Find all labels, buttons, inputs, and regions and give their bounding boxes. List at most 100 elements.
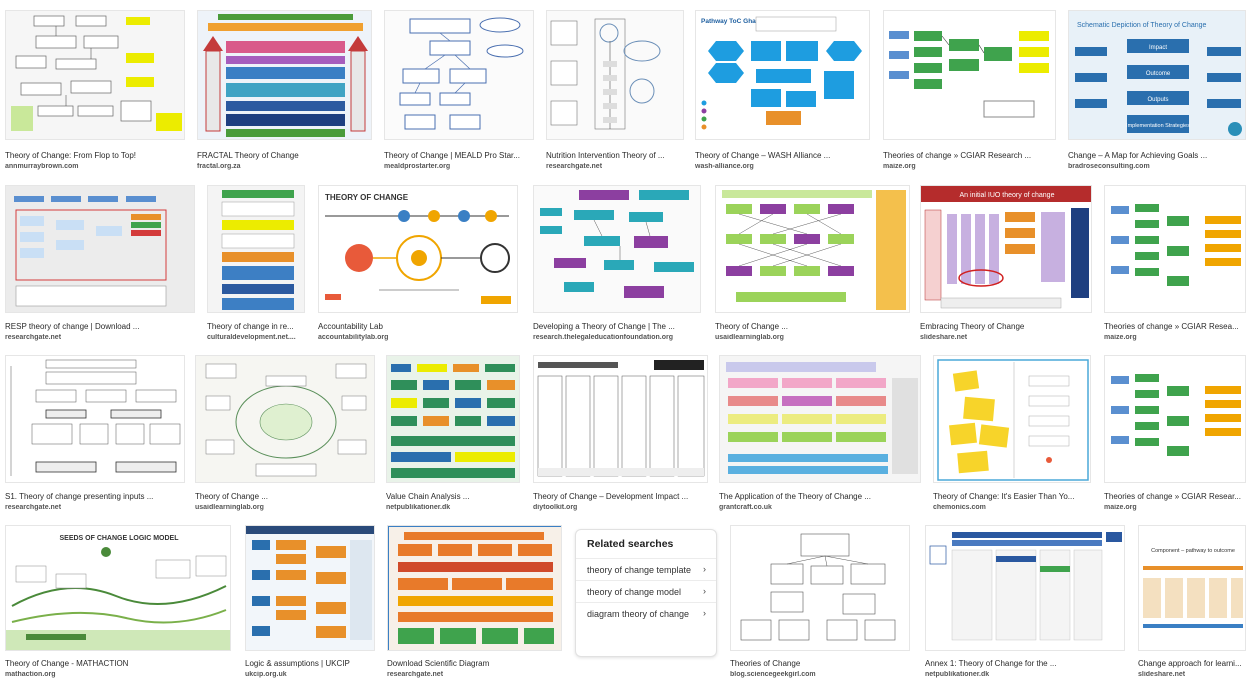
result-thumbnail[interactable] [384,10,534,140]
result-thumbnail[interactable] [5,10,185,140]
result-title[interactable]: Change approach for learni... [1138,659,1242,668]
chevron-right-icon: › [703,564,706,574]
result-tile[interactable]: Annex 1: Theory of Change for the ... ne… [925,525,1125,680]
result-thumbnail[interactable]: Schematic Depiction of Theory of Change … [1068,10,1246,140]
diagram-thumbnail [929,532,1122,641]
result-title[interactable]: Developing a Theory of Change | The ... [533,322,675,331]
result-thumbnail[interactable]: Component – pathway to outcome [1138,525,1246,651]
diagram-thumbnail [14,196,167,307]
diagram-thumbnail [726,362,918,474]
result-tile[interactable]: Schematic Depiction of Theory of Change … [1068,10,1246,175]
result-thumbnail[interactable] [386,355,520,483]
result-tile[interactable]: Theory of Change ... usaidlearninglab.or… [715,185,910,345]
result-tile[interactable]: Theories of change » CGIAR Research ... … [883,10,1056,175]
result-tile[interactable]: Developing a Theory of Change | The ... … [533,185,701,345]
result-title[interactable]: Download Scientific Diagram [387,659,490,668]
result-thumbnail[interactable] [730,525,910,651]
result-thumbnail[interactable] [5,355,185,483]
result-title[interactable]: Theory of Change ... [715,322,788,331]
related-search-label: theory of change template [587,565,692,575]
result-tile[interactable]: S1. Theory of change presenting inputs .… [5,355,185,515]
result-title[interactable]: Theories of change » CGIAR Resea... [1104,322,1239,331]
result-tile[interactable]: Download Scientific Diagram researchgate… [387,525,562,680]
result-tile[interactable]: FRACTAL Theory of Change fractal.org.za [197,10,372,175]
result-title[interactable]: Theory of Change - MATHACTION [5,659,129,668]
result-title[interactable]: Theory of Change – Development Impact ..… [533,492,689,501]
result-thumbnail[interactable] [715,185,910,313]
result-title[interactable]: Change – A Map for Achieving Goals ... [1068,151,1208,160]
result-tile[interactable]: Theories of change » CGIAR Resear... mai… [1104,355,1246,515]
result-tile[interactable]: Theories of Change blog.sciencegeekgirl.… [730,525,910,680]
result-title[interactable]: Accountability Lab [318,322,383,331]
result-thumbnail[interactable] [195,355,375,483]
related-search-item[interactable]: theory of change template › [576,558,716,580]
result-thumbnail[interactable] [883,10,1056,140]
result-thumbnail[interactable] [925,525,1125,651]
result-thumbnail[interactable] [245,525,375,651]
result-tile[interactable]: Pathway ToC Ghana model Theory of Change… [695,10,870,175]
result-title[interactable]: Annex 1: Theory of Change for the ... [925,659,1057,668]
result-tile[interactable]: THEORY OF CHANGE Accountability Lab acco… [318,185,518,345]
result-tile[interactable]: Theory of Change – Development Impact ..… [533,355,708,515]
result-title[interactable]: Theory of Change: It's Easier Than Yo... [933,492,1075,501]
diagram-thumbnail [388,526,561,650]
result-title[interactable]: Theories of change » CGIAR Resear... [1104,492,1241,501]
result-thumbnail[interactable] [387,525,562,651]
result-thumbnail[interactable] [207,185,305,313]
result-thumbnail[interactable]: Pathway ToC Ghana model [695,10,870,140]
result-tile[interactable]: Component – pathway to outcome Change ap… [1138,525,1246,680]
result-tile[interactable]: Value Chain Analysis ... netpublikatione… [386,355,520,515]
result-thumbnail[interactable] [5,185,195,313]
result-title[interactable]: S1. Theory of change presenting inputs .… [5,492,154,501]
result-title[interactable]: Theory of Change ... [195,492,268,501]
result-tile[interactable]: Theory of change in re... culturaldevelo… [207,185,305,345]
result-tile[interactable]: Theory of Change | MEALD Pro Star... mea… [384,10,534,175]
result-title[interactable]: Nutrition Intervention Theory of ... [546,151,665,160]
result-thumbnail[interactable] [719,355,921,483]
result-source: researchgate.net [387,671,444,678]
result-title[interactable]: Theory of Change – WASH Alliance ... [695,151,831,160]
result-title[interactable]: Theory of Change | MEALD Pro Star... [384,151,520,160]
result-tile[interactable]: Theory of Change ... usaidlearninglab.or… [195,355,375,515]
result-thumbnail[interactable] [1104,355,1246,483]
related-search-item[interactable]: diagram theory of change › [576,602,716,624]
thumb-box-label: Impact [1149,45,1167,51]
result-tile[interactable]: The Application of the Theory of Change … [719,355,921,515]
result-title[interactable]: Embracing Theory of Change [920,322,1025,331]
result-tile[interactable]: Theory of Change: It's Easier Than Yo...… [933,355,1091,515]
result-thumbnail[interactable] [533,355,708,483]
related-searches-title: Related searches [587,538,674,550]
result-thumbnail[interactable] [546,10,684,140]
result-thumbnail[interactable] [933,355,1091,483]
result-tile[interactable]: Nutrition Intervention Theory of ... res… [546,10,684,175]
result-thumbnail[interactable]: SEEDS OF CHANGE LOGIC MODEL [5,525,231,651]
result-thumbnail[interactable] [533,185,701,313]
result-title[interactable]: Theories of change » CGIAR Research ... [883,151,1032,160]
chevron-right-icon: › [703,586,706,596]
result-tile[interactable]: Theory of Change: From Flop to Top! annm… [5,10,185,175]
result-source: slideshare.net [920,334,968,341]
result-source: fractal.org.za [197,163,241,170]
result-tile[interactable]: Theories of change » CGIAR Resea... maiz… [1104,185,1246,345]
result-title[interactable]: Theory of Change: From Flop to Top! [5,151,137,160]
related-search-item[interactable]: theory of change model › [576,580,716,602]
result-thumbnail[interactable]: An initial IUO theory of change [920,185,1092,313]
result-source: usaidlearninglab.org [195,504,264,511]
diagram-thumbnail [203,14,368,137]
result-title[interactable]: The Application of the Theory of Change … [719,492,871,501]
result-title[interactable]: RESP theory of change | Download ... [5,322,140,331]
result-thumbnail[interactable] [1104,185,1246,313]
result-tile[interactable]: RESP theory of change | Download ... res… [5,185,195,345]
diagram-thumbnail [722,190,906,310]
result-tile[interactable]: SEEDS OF CHANGE LOGIC MODEL Theory of Ch… [5,525,231,680]
result-title[interactable]: Theories of Change [730,659,801,668]
result-tile[interactable]: An initial IUO theory of change Embracin… [920,185,1092,345]
thumb-heading: SEEDS OF CHANGE LOGIC MODEL [59,535,179,542]
result-title[interactable]: Theory of change in re... [207,322,294,331]
result-title[interactable]: Value Chain Analysis ... [386,492,470,501]
result-thumbnail[interactable]: THEORY OF CHANGE [318,185,518,313]
result-title[interactable]: FRACTAL Theory of Change [197,151,299,160]
result-title[interactable]: Logic & assumptions | UKCIP [245,659,350,668]
result-tile[interactable]: Logic & assumptions | UKCIP ukcip.org.uk [245,525,375,680]
result-thumbnail[interactable] [197,10,372,140]
